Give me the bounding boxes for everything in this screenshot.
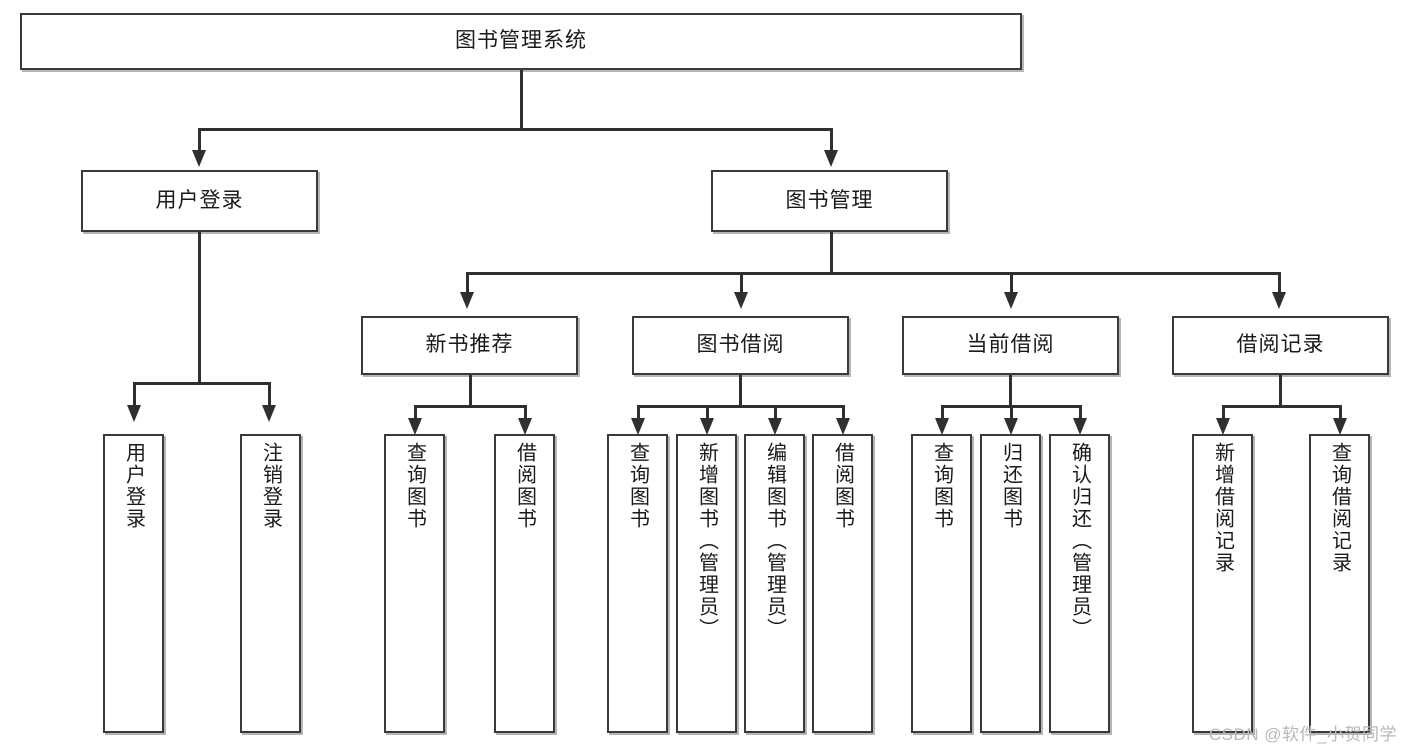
node-book-borrow-label: 图书借阅	[696, 333, 785, 357]
node-current-borrow[interactable]: 当前借阅	[902, 316, 1119, 375]
leaf-edit-book-label: 编辑图书（管理员）	[763, 442, 786, 640]
edge-bb-stem	[739, 375, 742, 407]
leaf-query-record-label: 查询借阅记录	[1328, 442, 1351, 574]
arrow-bb-leaf-2	[700, 418, 714, 435]
edge-bb-drop-4	[842, 405, 845, 421]
edge-cb-drop-2	[1010, 405, 1013, 421]
arrow-cb-leaf-1	[935, 418, 949, 435]
edge-book-management-bus	[466, 272, 1278, 275]
node-user-login[interactable]: 用户登录	[81, 170, 318, 232]
arrow-bm-to-current-borrow	[1004, 292, 1018, 309]
edge-bm-drop-1	[466, 272, 469, 294]
edge-bb-drop-1	[637, 405, 640, 421]
leaf-borrow-book-1[interactable]: 借阅图书	[494, 434, 555, 733]
arrow-nbr-leaf-1	[408, 418, 422, 435]
arrow-cb-leaf-3	[1073, 418, 1087, 435]
arrow-br-leaf-2	[1333, 418, 1347, 435]
edge-bb-drop-2	[706, 405, 709, 421]
edge-br-drop-2	[1339, 405, 1342, 421]
edge-user-login-stem	[198, 232, 201, 384]
leaf-query-book-3[interactable]: 查询图书	[911, 434, 972, 733]
leaf-confirm-return-label: 确认归还（管理员）	[1068, 442, 1091, 640]
leaf-query-book-3-label: 查询图书	[930, 442, 953, 530]
edge-root-to-book-management	[830, 128, 833, 152]
leaf-return-book-label: 归还图书	[999, 442, 1022, 530]
leaf-query-book-2-label: 查询图书	[626, 442, 649, 530]
leaf-edit-book[interactable]: 编辑图书（管理员）	[744, 434, 805, 733]
edge-nbr-stem	[469, 375, 472, 407]
edge-bb-drop-3	[774, 405, 777, 421]
leaf-return-book[interactable]: 归还图书	[980, 434, 1041, 733]
arrow-root-to-book-management	[824, 150, 838, 167]
arrow-bm-to-book-borrow	[734, 292, 748, 309]
arrow-root-to-user-login	[192, 150, 206, 167]
node-root-label: 图书管理系统	[455, 29, 587, 53]
node-user-login-label: 用户登录	[155, 188, 244, 212]
leaf-query-book-2[interactable]: 查询图书	[607, 434, 668, 733]
arrow-bm-to-borrow-record	[1272, 292, 1286, 309]
arrow-user-login-leaf-1	[127, 405, 141, 422]
node-new-book-recommend[interactable]: 新书推荐	[361, 316, 578, 375]
edge-cb-drop-1	[941, 405, 944, 421]
edge-nbr-drop-2	[524, 405, 527, 421]
node-book-management[interactable]: 图书管理	[711, 170, 948, 232]
leaf-add-book-label: 新增图书（管理员）	[695, 442, 718, 640]
node-borrow-record-label: 借阅记录	[1236, 333, 1325, 357]
arrow-cb-leaf-2	[1004, 418, 1018, 435]
leaf-confirm-return[interactable]: 确认归还（管理员）	[1049, 434, 1110, 733]
edge-br-stem	[1279, 375, 1282, 407]
edge-root-bus	[198, 128, 832, 131]
edge-cb-stem	[1009, 375, 1012, 407]
leaf-add-record[interactable]: 新增借阅记录	[1192, 434, 1253, 733]
arrow-br-leaf-1	[1216, 418, 1230, 435]
leaf-borrow-book-1-label: 借阅图书	[513, 442, 536, 530]
edge-nbr-drop-1	[414, 405, 417, 421]
node-book-management-label: 图书管理	[785, 188, 874, 212]
leaf-user-login[interactable]: 用户登录	[103, 434, 164, 733]
arrow-bb-leaf-4	[836, 418, 850, 435]
arrow-nbr-leaf-2	[518, 418, 532, 435]
edge-br-bus	[1222, 405, 1339, 408]
arrow-user-login-leaf-2	[262, 405, 276, 422]
leaf-query-book-1-label: 查询图书	[403, 442, 426, 530]
edge-root-stem	[520, 70, 523, 130]
leaf-logout-label: 注销登录	[259, 442, 282, 530]
arrow-bm-to-new-book-recommend	[460, 292, 474, 309]
node-root[interactable]: 图书管理系统	[20, 13, 1022, 70]
edge-root-to-user-login	[198, 128, 201, 152]
edge-user-login-drop-1	[133, 382, 136, 407]
arrow-bb-leaf-3	[768, 418, 782, 435]
edge-bm-drop-3	[1010, 272, 1013, 294]
edge-bm-drop-2	[740, 272, 743, 294]
edge-nbr-bus	[414, 405, 526, 408]
leaf-add-record-label: 新增借阅记录	[1211, 442, 1234, 574]
node-book-borrow[interactable]: 图书借阅	[632, 316, 849, 375]
edge-book-management-stem	[830, 232, 833, 274]
edge-cb-drop-3	[1079, 405, 1082, 421]
leaf-query-record[interactable]: 查询借阅记录	[1309, 434, 1370, 733]
edge-br-drop-1	[1222, 405, 1225, 421]
leaf-user-login-label: 用户登录	[122, 442, 145, 530]
node-current-borrow-label: 当前借阅	[966, 333, 1055, 357]
edge-user-login-drop-2	[268, 382, 271, 407]
leaf-borrow-book-2[interactable]: 借阅图书	[812, 434, 873, 733]
csdn-watermark: CSDN @软件_小贺同学	[1208, 725, 1397, 744]
leaf-query-book-1[interactable]: 查询图书	[384, 434, 445, 733]
leaf-add-book[interactable]: 新增图书（管理员）	[676, 434, 737, 733]
edge-bm-drop-4	[1278, 272, 1281, 294]
edge-bb-bus	[637, 405, 844, 408]
leaf-logout[interactable]: 注销登录	[240, 434, 301, 733]
arrow-bb-leaf-1	[631, 418, 645, 435]
node-new-book-recommend-label: 新书推荐	[425, 333, 514, 357]
edge-user-login-bus	[133, 382, 270, 385]
node-borrow-record[interactable]: 借阅记录	[1172, 316, 1389, 375]
leaf-borrow-book-2-label: 借阅图书	[831, 442, 854, 530]
